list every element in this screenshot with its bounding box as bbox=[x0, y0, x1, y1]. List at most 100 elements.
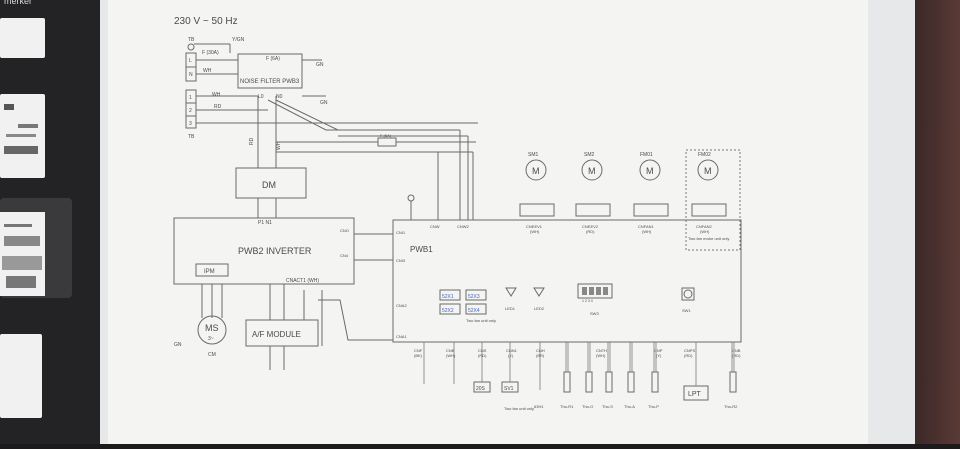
page-thumbnail-3-selected[interactable] bbox=[0, 198, 72, 298]
svg-text:(RD): (RD) bbox=[478, 353, 487, 358]
svg-text:L0: L0 bbox=[258, 94, 264, 100]
svg-text:Tho-O: Tho-O bbox=[582, 404, 593, 409]
document-viewer[interactable]: 230 V ~ 50 Hz TB L N 1 2 3 TB Y/GN F (30… bbox=[100, 0, 915, 444]
svg-text:52X4: 52X4 bbox=[468, 308, 480, 314]
svg-text:Y/GN: Y/GN bbox=[232, 37, 245, 43]
svg-text:MS: MS bbox=[205, 323, 219, 333]
svg-text:CNO: CNO bbox=[340, 228, 349, 233]
svg-text:SW1: SW1 bbox=[682, 308, 691, 313]
svg-text:WH: WH bbox=[276, 141, 282, 150]
thermistor-sensors: Tho-R1 Tho-O Tho-S Tho-A Tho-P Tho-R2 bbox=[560, 371, 738, 409]
svg-text:(RD): (RD) bbox=[586, 229, 595, 234]
svg-text:F (30A): F (30A) bbox=[202, 50, 219, 56]
svg-text:3~: 3~ bbox=[208, 336, 214, 342]
svg-text:CNF: CNF bbox=[414, 348, 423, 353]
svg-text:P1 N1: P1 N1 bbox=[258, 220, 272, 226]
svg-text:52X1: 52X1 bbox=[442, 294, 454, 300]
svg-text:CNB: CNB bbox=[732, 348, 741, 353]
svg-text:TB: TB bbox=[188, 134, 195, 140]
svg-text:(BR): (BR) bbox=[536, 353, 545, 358]
svg-text:IPM: IPM bbox=[204, 269, 215, 275]
page-thumbnail-1[interactable] bbox=[0, 18, 45, 58]
svg-text:Two fan motor unit only: Two fan motor unit only bbox=[688, 236, 729, 241]
page-thumbnail-4[interactable] bbox=[0, 334, 42, 418]
svg-text:Tho-R1: Tho-R1 bbox=[560, 404, 574, 409]
svg-text:CNP: CNP bbox=[654, 348, 663, 353]
supply-label: 230 V ~ 50 Hz bbox=[174, 16, 238, 27]
svg-text:Tho-A: Tho-A bbox=[624, 404, 635, 409]
wiring-diagram-page: 230 V ~ 50 Hz TB L N 1 2 3 TB Y/GN F (30… bbox=[108, 0, 868, 444]
svg-text:CNEEV1: CNEEV1 bbox=[526, 224, 543, 229]
svg-text:CNACT1 (WH): CNACT1 (WH) bbox=[286, 278, 319, 284]
pwb1-board bbox=[392, 219, 742, 343]
motor-icon bbox=[639, 159, 661, 181]
svg-text:Two fan unit only: Two fan unit only bbox=[504, 406, 534, 411]
svg-text:CNI1: CNI1 bbox=[396, 230, 406, 235]
svg-text:LPT: LPT bbox=[688, 391, 702, 398]
svg-text:20S: 20S bbox=[476, 386, 486, 392]
inverter-label: PWB2 INVERTER bbox=[238, 246, 312, 256]
svg-text:Two fan unit only: Two fan unit only bbox=[466, 318, 496, 323]
svg-text:2: 2 bbox=[189, 108, 192, 114]
svg-text:RD: RD bbox=[249, 137, 255, 145]
dm-box bbox=[235, 167, 307, 199]
svg-text:SV1: SV1 bbox=[504, 386, 514, 392]
svg-text:RD: RD bbox=[214, 104, 222, 110]
motor-fm01: M FM01 CNFAN1 (WH) bbox=[633, 152, 669, 234]
svg-text:(WH): (WH) bbox=[700, 229, 710, 234]
svg-text:M: M bbox=[646, 166, 654, 176]
svg-text:N: N bbox=[189, 72, 193, 78]
svg-text:L: L bbox=[189, 58, 192, 64]
svg-text:CNW2: CNW2 bbox=[457, 224, 470, 229]
svg-text:CNTH: CNTH bbox=[596, 348, 607, 353]
svg-text:(WH): (WH) bbox=[596, 353, 606, 358]
window-edge bbox=[915, 0, 960, 444]
dm-label: DM bbox=[262, 180, 276, 190]
svg-text:Tho-P: Tho-P bbox=[648, 404, 659, 409]
svg-text:M: M bbox=[532, 166, 540, 176]
svg-text:(WH): (WH) bbox=[642, 229, 652, 234]
svg-text:(RD): (RD) bbox=[684, 353, 693, 358]
svg-text:3: 3 bbox=[189, 121, 192, 127]
relay-group: 52X1 52X3 52X2 52X4 Two fan unit only bbox=[439, 289, 496, 323]
ipm-box bbox=[195, 263, 229, 277]
svg-text:CNA2: CNA2 bbox=[396, 303, 407, 308]
led1-icon bbox=[505, 287, 517, 297]
svg-text:Tho-R2: Tho-R2 bbox=[724, 404, 738, 409]
svg-text:Tho-S: Tho-S bbox=[602, 404, 613, 409]
terminal-block-bottom bbox=[185, 89, 197, 129]
svg-text:(WH): (WH) bbox=[446, 353, 456, 358]
svg-text:CNPS: CNPS bbox=[684, 348, 695, 353]
svg-text:TB: TB bbox=[188, 37, 195, 43]
motor-sm1: M SM1 CNEEV1 (WH) bbox=[519, 152, 555, 234]
sidebar-header: merker bbox=[4, 0, 33, 6]
svg-text:CNFAN1: CNFAN1 bbox=[638, 224, 655, 229]
svg-text:(BK): (BK) bbox=[414, 353, 423, 358]
svg-text:GN: GN bbox=[316, 62, 324, 68]
svg-text:M: M bbox=[588, 166, 596, 176]
motor-icon bbox=[697, 159, 719, 181]
thumbnail-diagram-icon bbox=[2, 224, 42, 288]
svg-text:CNN1: CNN1 bbox=[506, 348, 518, 353]
svg-text:LED1: LED1 bbox=[505, 306, 516, 311]
svg-text:1: 1 bbox=[189, 95, 192, 101]
af-module-box bbox=[245, 319, 319, 347]
inverter-box bbox=[173, 217, 355, 285]
ground-symbol-icon bbox=[187, 43, 195, 51]
svg-text:SM2: SM2 bbox=[584, 152, 595, 158]
svg-text:63H1: 63H1 bbox=[534, 404, 544, 409]
compressor-motor-icon bbox=[197, 315, 227, 345]
motor-icon bbox=[581, 159, 603, 181]
svg-text:F (6A): F (6A) bbox=[266, 56, 280, 62]
bottom-connectors: CNF (BK) CNB (WH) CNS (RD) CNN1 (Y) CNH … bbox=[414, 348, 741, 358]
svg-text:(WH): (WH) bbox=[530, 229, 540, 234]
led2-icon bbox=[533, 287, 545, 297]
svg-text:GN: GN bbox=[174, 342, 182, 348]
svg-text:52X2: 52X2 bbox=[442, 308, 454, 314]
svg-text:CN4: CN4 bbox=[340, 253, 349, 258]
svg-text:FM01: FM01 bbox=[640, 152, 653, 158]
svg-text:WH: WH bbox=[212, 92, 221, 98]
svg-text:(Y): (Y) bbox=[508, 353, 514, 358]
thumbnail-sidebar: merker bbox=[0, 0, 100, 444]
page-thumbnail-2[interactable] bbox=[0, 94, 45, 178]
